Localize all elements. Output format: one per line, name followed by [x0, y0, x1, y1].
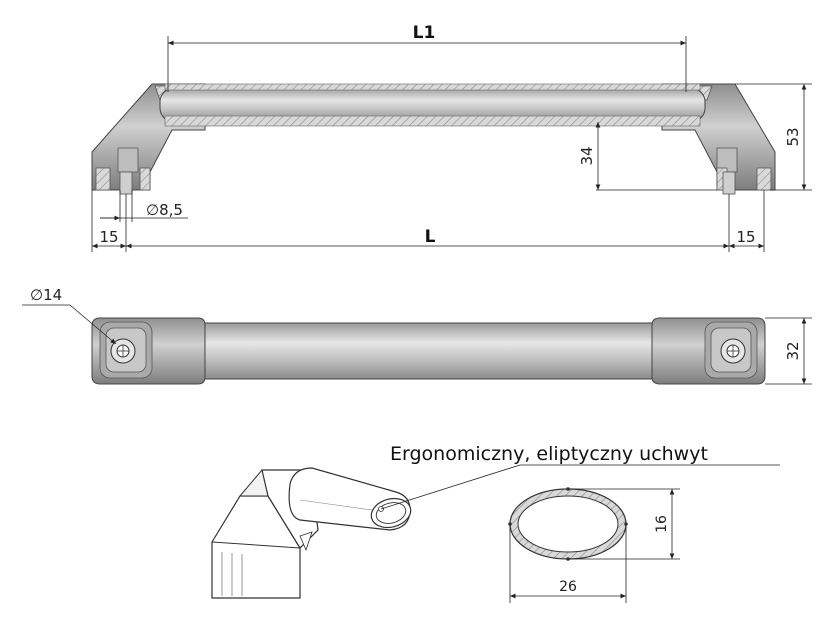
side-dimensions: L1 53 34 ∅8,5 15 L 15 — [91, 23, 812, 252]
ellipse-section — [508, 487, 628, 561]
dim-16: 16 — [654, 515, 670, 533]
dim-15-left: 15 — [99, 228, 118, 246]
dim-15-right: 15 — [736, 228, 755, 246]
callout: Ergonomiczny, eliptyczny uchwyt — [380, 443, 780, 510]
dim-32: 32 — [784, 341, 802, 360]
dim-26: 26 — [559, 579, 577, 595]
dim-l: L — [425, 227, 436, 247]
dim-53: 53 — [784, 127, 802, 146]
dim-dia14: ∅14 — [30, 286, 62, 304]
isometric-detail — [211, 467, 412, 599]
ellipse-dimensions: 16 26 — [509, 488, 680, 603]
top-dimensions: ∅14 32 — [22, 286, 812, 385]
top-view — [91, 317, 766, 385]
dim-34: 34 — [578, 146, 596, 165]
dim-l1: L1 — [413, 23, 436, 43]
callout-text: Ergonomiczny, eliptyczny uchwyt — [390, 443, 708, 465]
side-view — [91, 83, 776, 195]
dim-hole: ∅8,5 — [146, 201, 183, 219]
